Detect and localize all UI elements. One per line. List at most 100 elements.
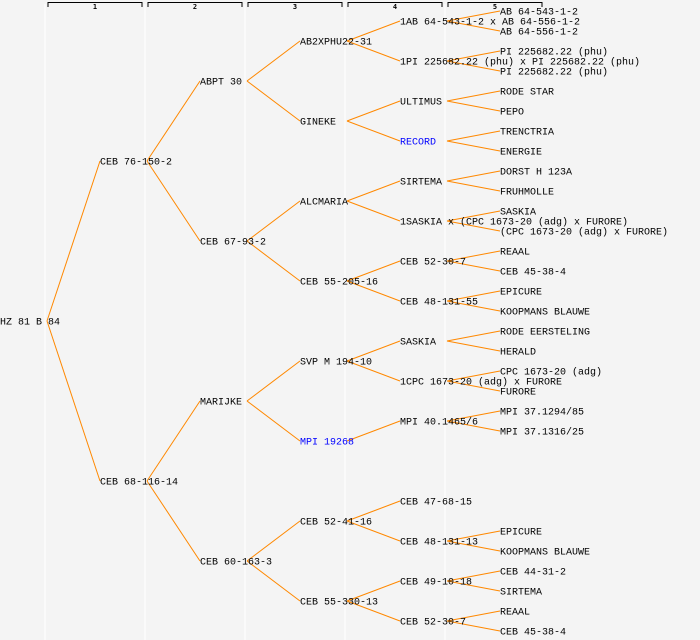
- ancestor-node[interactable]: CPC 1673-20 (adg): [500, 367, 602, 379]
- ancestor-node[interactable]: AB 64-543-1-2: [500, 8, 578, 19]
- ancestor-node[interactable]: 1PI 225682.22 (phu) x PI 225682.22 (phu): [400, 57, 640, 69]
- ancestor-node[interactable]: REAAL: [500, 248, 530, 259]
- ancestor-node[interactable]: 1SASKIA x (CPC 1673-20 (adg) x FURORE): [400, 217, 628, 229]
- pedigree-edge: [346, 360, 401, 382]
- ancestor-node[interactable]: CEB 76-150-2: [100, 158, 172, 169]
- ancestor-node[interactable]: MPI 37.1316/25: [500, 427, 584, 439]
- ancestor-node[interactable]: CEB 47-68-15: [400, 498, 472, 509]
- generation-bracket: [47, 2, 143, 7]
- ancestor-node[interactable]: CEB 67-93-2: [200, 238, 266, 249]
- ancestor-node[interactable]: EPICURE: [500, 528, 542, 539]
- ancestor-node[interactable]: KOOPMANS BLAUWE: [500, 548, 590, 559]
- pedigree-edge: [46, 320, 101, 482]
- pedigree-edge: [446, 330, 501, 342]
- ancestor-node[interactable]: ULTIMUS: [400, 98, 442, 109]
- pedigree-edge: [446, 90, 501, 102]
- pedigree-edge: [346, 100, 401, 122]
- pedigree-edge: [446, 130, 501, 142]
- ancestor-node[interactable]: 1AB 64-543-1-2 x AB 64-556-1-2: [400, 18, 580, 29]
- ancestor-node[interactable]: MPI 40.1465/6: [400, 417, 478, 429]
- ancestor-node[interactable]: SVP M 194-10: [300, 358, 372, 369]
- ancestor-node[interactable]: MPI 19268: [300, 438, 354, 449]
- pedigree-edge: [146, 80, 201, 162]
- pedigree-edge: [346, 520, 401, 542]
- ancestor-node[interactable]: CEB 52-30-7: [400, 618, 466, 629]
- pedigree-edge: [346, 280, 401, 302]
- ancestor-node[interactable]: CEB 45-38-4: [500, 628, 566, 639]
- ancestor-node[interactable]: SASKIA: [400, 338, 436, 349]
- ancestor-node[interactable]: CEB 60-163-3: [200, 558, 272, 569]
- root-variety[interactable]: HZ 81 B 84: [0, 318, 60, 329]
- ancestor-node[interactable]: ABPT 30: [200, 78, 242, 89]
- pedigree-edge: [446, 140, 501, 152]
- pedigree-edge: [246, 560, 301, 602]
- ancestor-node[interactable]: (CPC 1673-20 (adg) x FURORE): [500, 227, 668, 239]
- ancestor-node[interactable]: RECORD: [400, 138, 436, 149]
- ancestor-node[interactable]: FRUHMOLLE: [500, 188, 554, 199]
- ancestor-node[interactable]: PEPO: [500, 108, 524, 119]
- ancestor-node[interactable]: TRENCTRIA: [500, 128, 554, 139]
- pedigree-edge: [146, 160, 201, 242]
- ancestor-node[interactable]: CEB 68-116-14: [100, 478, 178, 489]
- pedigree-edge: [446, 20, 501, 32]
- pedigree-edge: [446, 620, 501, 632]
- ancestor-node[interactable]: EPICURE: [500, 288, 542, 299]
- generation-header: 1: [93, 3, 97, 11]
- ancestor-node[interactable]: CEB 55-330-13: [300, 598, 378, 609]
- pedigree-edge: [346, 340, 401, 362]
- ancestor-node[interactable]: CEB 52-30-7: [400, 258, 466, 269]
- pedigree-edge: [146, 400, 201, 482]
- ancestor-node[interactable]: PI 225682.22 (phu): [500, 67, 608, 79]
- pedigree-edge: [446, 290, 501, 302]
- ancestor-node[interactable]: DORST H 123A: [500, 168, 572, 179]
- ancestor-node[interactable]: ENERGIE: [500, 148, 542, 159]
- pedigree-edge: [446, 570, 501, 582]
- pedigree-edge: [46, 160, 101, 322]
- pedigree-edge: [446, 380, 501, 392]
- ancestor-node[interactable]: CEB 48-131-13: [400, 538, 478, 549]
- pedigree-edge: [246, 40, 301, 82]
- ancestor-node[interactable]: MARIJKE: [200, 398, 242, 409]
- pedigree-edge: [446, 220, 501, 232]
- generation-bracket: [347, 2, 443, 7]
- ancestor-node[interactable]: AB2XPHU22-31: [300, 38, 372, 49]
- ancestor-node[interactable]: REAAL: [500, 608, 530, 619]
- ancestor-node[interactable]: PI 225682.22 (phu): [500, 47, 608, 59]
- ancestor-node[interactable]: MPI 37.1294/85: [500, 407, 584, 419]
- pedigree-edge: [446, 580, 501, 592]
- generation-header: 2: [193, 3, 197, 11]
- ancestor-node[interactable]: CEB 52-41-16: [300, 518, 372, 529]
- generation-header: 3: [293, 3, 297, 11]
- ancestor-node[interactable]: GINEKE: [300, 118, 336, 129]
- pedigree-edge: [446, 530, 501, 542]
- ancestor-node[interactable]: ALCMARIA: [300, 198, 348, 209]
- ancestor-node[interactable]: SIRTEMA: [500, 588, 542, 599]
- ancestor-node[interactable]: CEB 48-131-55: [400, 298, 478, 309]
- pedigree-edge: [446, 610, 501, 622]
- ancestor-node[interactable]: AB 64-556-1-2: [500, 28, 578, 39]
- ancestor-node[interactable]: RODE STAR: [500, 88, 554, 99]
- ancestor-node[interactable]: FURORE: [500, 388, 536, 399]
- pedigree-edge: [446, 340, 501, 352]
- pedigree-edge: [246, 200, 301, 242]
- pedigree-edge: [346, 40, 401, 62]
- ancestor-node[interactable]: RODE EERSTELING: [500, 328, 590, 339]
- edges: [46, 10, 501, 632]
- ancestor-node[interactable]: SASKIA: [500, 208, 536, 219]
- pedigree-edge: [446, 50, 501, 62]
- ancestor-node[interactable]: CEB 44-31-2: [500, 568, 566, 579]
- generation-bracket: [147, 2, 243, 7]
- ancestor-node[interactable]: SIRTEMA: [400, 178, 442, 189]
- pedigree-edge: [346, 600, 401, 622]
- pedigree-edge: [446, 410, 501, 422]
- ancestor-node[interactable]: CEB 55-205-16: [300, 278, 378, 289]
- ancestor-node[interactable]: CEB 45-38-4: [500, 268, 566, 279]
- ancestor-node[interactable]: HERALD: [500, 348, 536, 359]
- ancestor-node[interactable]: CEB 49-10-18: [400, 578, 472, 589]
- pedigree-edge: [146, 480, 201, 562]
- pedigree-edge: [346, 120, 401, 142]
- pedigree-edge: [246, 240, 301, 282]
- ancestor-node[interactable]: 1CPC 1673-20 (adg) x FURORE: [400, 377, 562, 389]
- ancestor-node[interactable]: KOOPMANS BLAUWE: [500, 308, 590, 319]
